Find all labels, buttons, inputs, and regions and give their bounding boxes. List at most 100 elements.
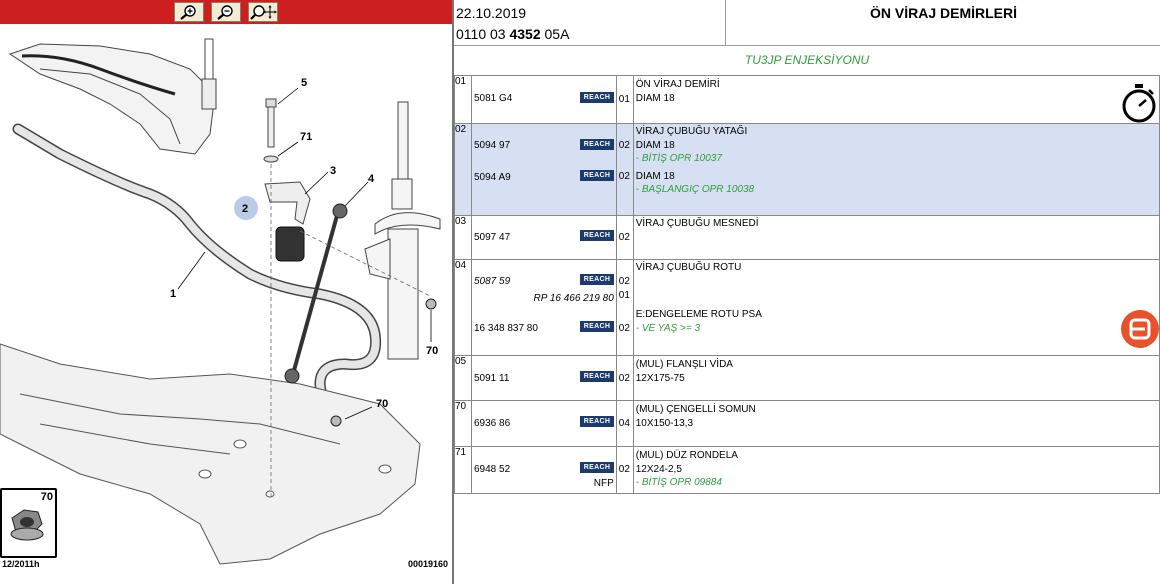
header-date: 22.10.2019 [456,5,527,21]
quantity: 01 [618,290,630,301]
desc-line: 12X175-75 [635,373,685,384]
stopwatch-icon[interactable] [1119,82,1159,124]
table-row[interactable]: 03 5097 47 REACH 02 VİRAJ ÇUBUĞU MESNEDİ [454,215,1160,260]
desc-cell: VİRAJ ÇUBUĞU MESNEDİ [632,215,1160,260]
table-row-selected[interactable]: 02 5094 97 REACH 5094 A9 REACH 02 02 VİR… [454,123,1160,216]
zoom-in-icon [180,5,196,20]
part-number[interactable]: 16 348 837 80 [473,323,538,334]
ref-cell[interactable]: 5081 G4 REACH [470,75,617,124]
figure-date: 12/2011h [2,559,40,569]
ref-cell[interactable]: 5087 59 REACH RP 16 466 219 80 16 348 83… [470,259,617,356]
quantity: 02 [618,232,630,243]
callout-70-a[interactable]: 70 [426,345,438,357]
desc-note: - BAŞLANGIÇ OPR 10038 [635,184,755,195]
callout-2[interactable]: 2 [242,203,248,215]
panel-divider [452,0,454,584]
desc-cell: (MUL) FLANŞLI VİDA 12X175-75 [632,355,1160,401]
desc-line: VİRAJ ÇUBUĞU MESNEDİ [635,218,759,229]
reach-badge: REACH [579,230,614,241]
desc-cell: (MUL) DÜZ RONDELA 12X24-2,5 - BİTİŞ OPR … [632,446,1160,494]
part-number[interactable]: 6948 52 [473,464,511,475]
row-index: 02 [454,123,472,216]
exploded-view-diagram[interactable]: 5 71 3 4 2 1 70 70 [0,24,452,584]
header-info: 22.10.2019 0110 03 4352 05A [454,0,726,46]
nfp-label: NFP [593,478,614,489]
page-title: ÖN VİRAJ DEMİRLERİ [869,5,1017,21]
zoom-out-button[interactable] [211,2,241,22]
desc-cell: ÖN VİRAJ DEMİRİ DIAM 18 [632,75,1160,124]
ref-cell[interactable]: 5094 97 REACH 5094 A9 REACH [470,123,617,216]
quantity: 02 [618,140,630,151]
quantity: 02 [618,276,630,287]
part-number[interactable]: 5097 47 [473,232,511,243]
desc-line: (MUL) FLANŞLI VİDA [635,359,733,370]
ref-cell[interactable]: 5097 47 REACH [470,215,617,260]
reach-badge: REACH [579,462,614,473]
quantity: 02 [618,323,630,334]
header-reference: 0110 03 4352 05A [456,26,569,42]
desc-line: VİRAJ ÇUBUĞU ROTU [635,262,742,273]
callout-5[interactable]: 5 [301,77,307,89]
row-index: 03 [454,215,472,260]
row-index: 01 [454,75,472,124]
table-row[interactable]: 01 5081 G4 REACH 01 ÖN VİRAJ DEMİRİ DIAM… [454,75,1160,124]
part-number[interactable]: 5091 11 [473,373,510,384]
desc-line: DIAM 18 [635,171,675,182]
callout-3[interactable]: 3 [330,165,336,177]
desc-line: DIAM 18 [635,93,675,104]
callout-70-b[interactable]: 70 [376,398,388,410]
part-number[interactable]: 5094 A9 [473,172,511,183]
desc-note: - BİTİŞ OPR 09884 [635,477,722,488]
qty-cell: 02 01 02 [615,259,634,356]
ref-cell[interactable]: 6936 86 REACH [470,400,617,447]
zoom-move-button[interactable] [248,2,278,22]
reach-badge: REACH [579,170,614,181]
ref-cell[interactable]: 6948 52 REACH NFP [470,446,617,494]
ref-suffix: 05A [540,26,570,42]
zoom-out-icon [217,5,233,20]
desc-line: ÖN VİRAJ DEMİRİ [635,79,720,90]
callout-4[interactable]: 4 [368,173,375,185]
parts-panel: 22.10.2019 0110 03 4352 05A ÖN VİRAJ DEM… [454,0,1160,584]
qty-cell: 02 02 [615,123,634,216]
reach-badge: REACH [579,416,614,427]
row-index: 71 [454,446,472,494]
desc-cell: (MUL) ÇENGELLİ SOMUN 10X150-13,3 [632,400,1160,447]
row-index: 70 [454,400,472,447]
part-number[interactable]: 6936 86 [473,418,511,429]
reach-badge: REACH [579,321,614,332]
figure-number: 00019160 [407,559,448,569]
desc-cell: VİRAJ ÇUBUĞU YATAĞI DIAM 18 - BİTİŞ OPR … [632,123,1160,216]
diagram-panel: 5 71 3 4 2 1 70 70 70 12/2011h 00019160 [0,0,452,584]
desc-cell: VİRAJ ÇUBUĞU ROTU E:DENGELEME ROTU PSA -… [632,259,1160,356]
table-row[interactable]: 70 6936 86 REACH 04 (MUL) ÇENGELLİ SOMUN… [454,400,1160,447]
reach-badge: REACH [579,371,614,382]
row-index: 05 [454,355,472,401]
replacement-part[interactable]: RP 16 466 219 80 [533,293,614,304]
table-row[interactable]: 04 5087 59 REACH RP 16 466 219 80 16 348… [454,259,1160,356]
parts-table: 01 5081 G4 REACH 01 ÖN VİRAJ DEMİRİ DIAM… [454,75,1160,494]
nut-thumbnail: 70 [0,488,57,558]
callout-1[interactable]: 1 [170,288,176,300]
part-number[interactable]: 5094 97 [473,140,511,151]
diagram-toolbar [0,0,452,24]
ref-prefix: 0110 03 [456,26,510,42]
callout-71[interactable]: 71 [300,131,312,143]
quantity: 02 [618,464,630,475]
ref-cell[interactable]: 5091 11 REACH [470,355,617,401]
part-number[interactable]: 5081 G4 [473,93,513,104]
desc-line: E:DENGELEME ROTU PSA [635,309,762,320]
reach-badge: REACH [579,139,614,150]
zoom-in-button[interactable] [174,2,204,22]
table-row[interactable]: 05 5091 11 REACH 02 (MUL) FLANŞLI VİDA 1… [454,355,1160,401]
table-row[interactable]: 71 6948 52 REACH NFP 02 (MUL) DÜZ RONDEL… [454,446,1160,494]
flange-nut-icon [10,509,44,541]
qty-cell: 02 [615,446,634,494]
e-icon[interactable] [1121,310,1159,348]
desc-line: 12X24-2,5 [635,464,682,475]
part-number[interactable]: 5087 59 [473,276,511,287]
row-index: 04 [454,259,472,356]
e-symbol-icon [1129,318,1151,340]
qty-cell: 02 [615,355,634,401]
thumbnail-label: 70 [40,491,53,503]
